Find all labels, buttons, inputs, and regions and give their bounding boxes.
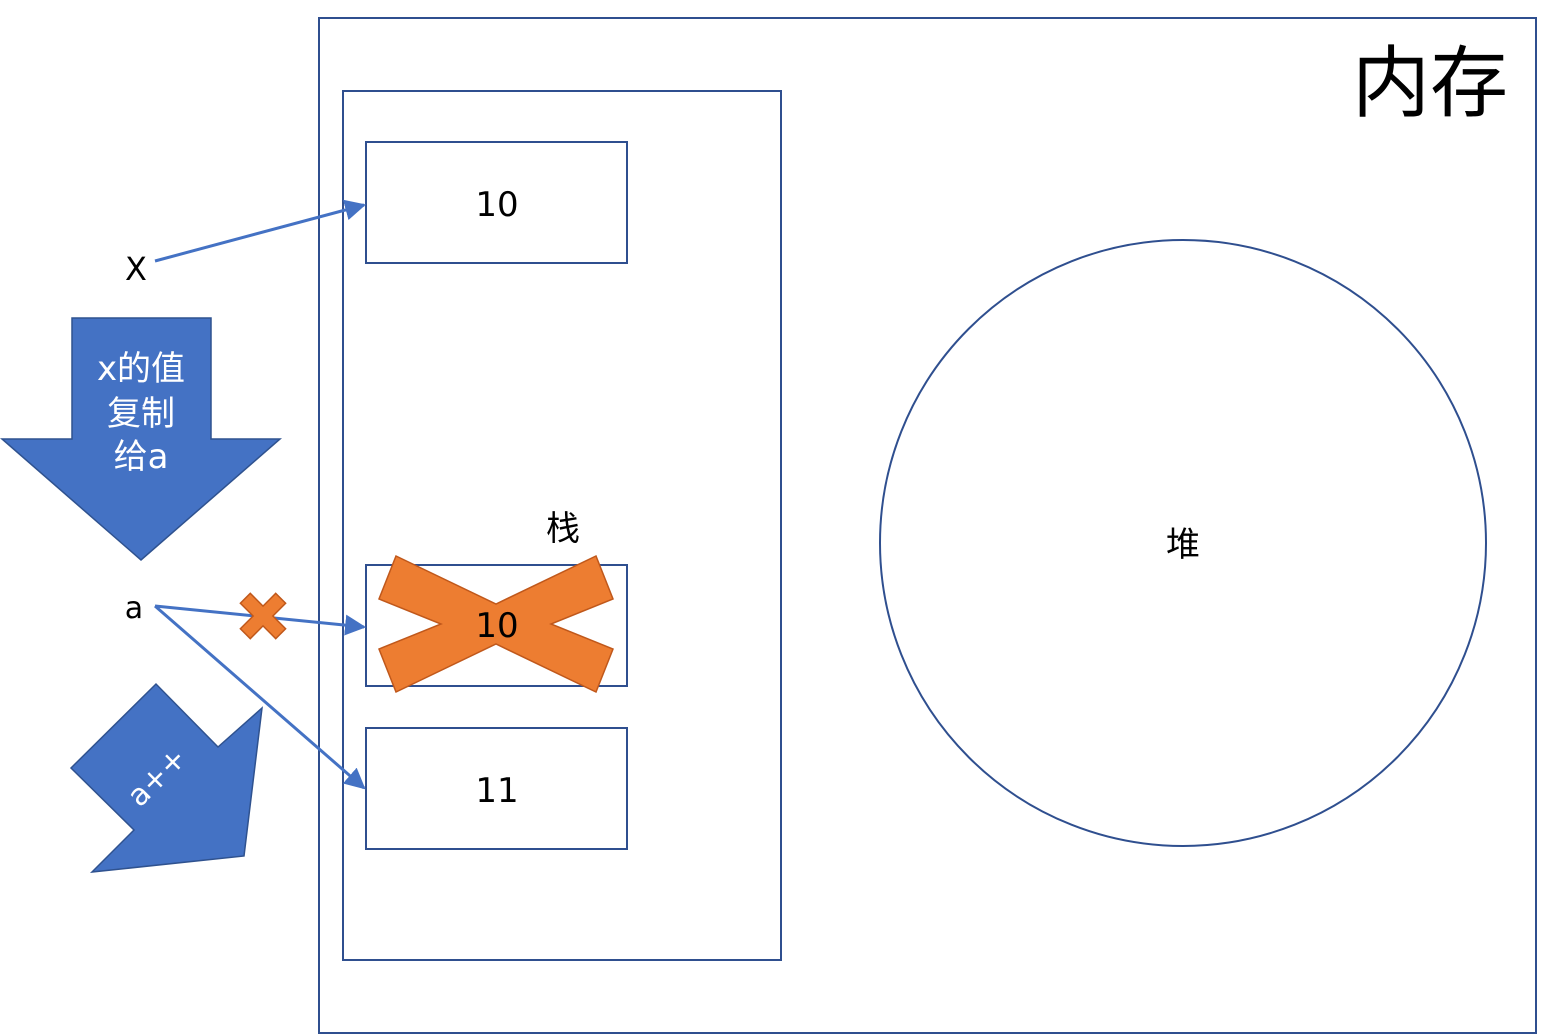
x-to-slot1-arrow [154,199,367,263]
stack-frame [342,90,782,961]
a-to-slot3-arrow [154,604,366,790]
stack-slot-2-value: 10 [475,606,518,646]
heap-circle [879,239,1487,847]
copy-arrow-line-2: 复制 [107,394,175,434]
copy-down-arrow [0,317,283,561]
variable-a-label: a [125,591,143,626]
copy-arrow-line-3: 给a [114,437,169,477]
memory-frame [318,17,1537,1034]
small-cross-icon [239,592,287,640]
stack-slot-3 [365,727,628,850]
heap-label: 堆 [1166,525,1200,565]
increment-arrow [69,682,263,873]
copy-arrow-line-1: x的值 [97,349,185,389]
stack-slot-3-value: 11 [475,771,518,811]
stack-slot-1-value: 10 [475,185,518,225]
memory-label: 内存 [1352,39,1508,129]
variable-x-label: X [125,250,147,288]
stack-label: 栈 [546,509,580,549]
big-cross-icon [378,554,614,694]
